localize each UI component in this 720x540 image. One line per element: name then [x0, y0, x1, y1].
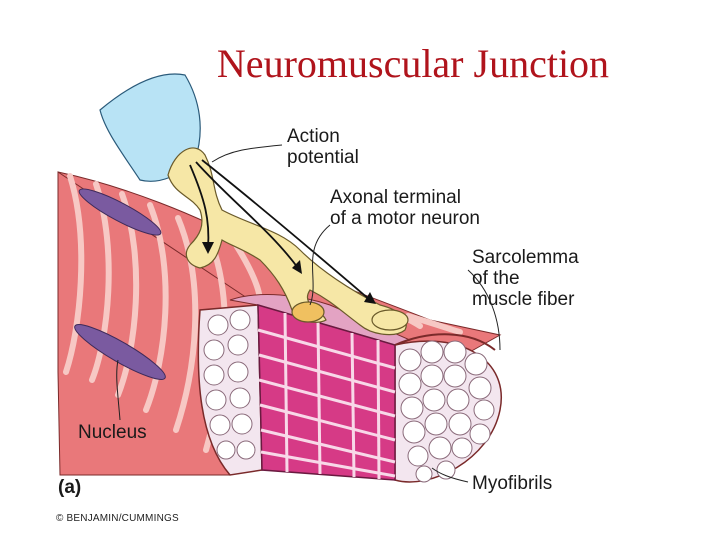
- arrowheads: [202, 242, 376, 304]
- label-panel-a: (a): [58, 477, 82, 498]
- leader-lines: [116, 144, 501, 483]
- nucleus-upper: [78, 188, 162, 236]
- axonal-terminal-right: [371, 309, 409, 331]
- credit-line: © BENJAMIN/CUMMINGS: [56, 513, 179, 524]
- action-potential-arrows: [189, 159, 371, 301]
- label-sarcolemma: Sarcolemma of the muscle fiber: [472, 247, 579, 310]
- slide-title-text: Neuromuscular Junction: [216, 41, 610, 86]
- myofibril-cells-left: [203, 309, 256, 460]
- slide-title: Neuromuscular Junction: [0, 40, 720, 87]
- label-myofibrils: Myofibrils: [472, 473, 553, 494]
- sarcolemma-edge: [394, 333, 496, 351]
- myofibril-cells: [398, 340, 495, 483]
- label-axonal-terminal: Axonal terminal of a motor neuron: [330, 187, 480, 229]
- label-nucleus: Nucleus: [78, 422, 147, 443]
- nucleus-lower: [74, 324, 166, 380]
- myofibril-front-face: [257, 303, 396, 481]
- motor-neuron-axon: [167, 147, 407, 336]
- label-action-potential: Action potential: [287, 126, 359, 168]
- axonal-terminal: [291, 301, 325, 323]
